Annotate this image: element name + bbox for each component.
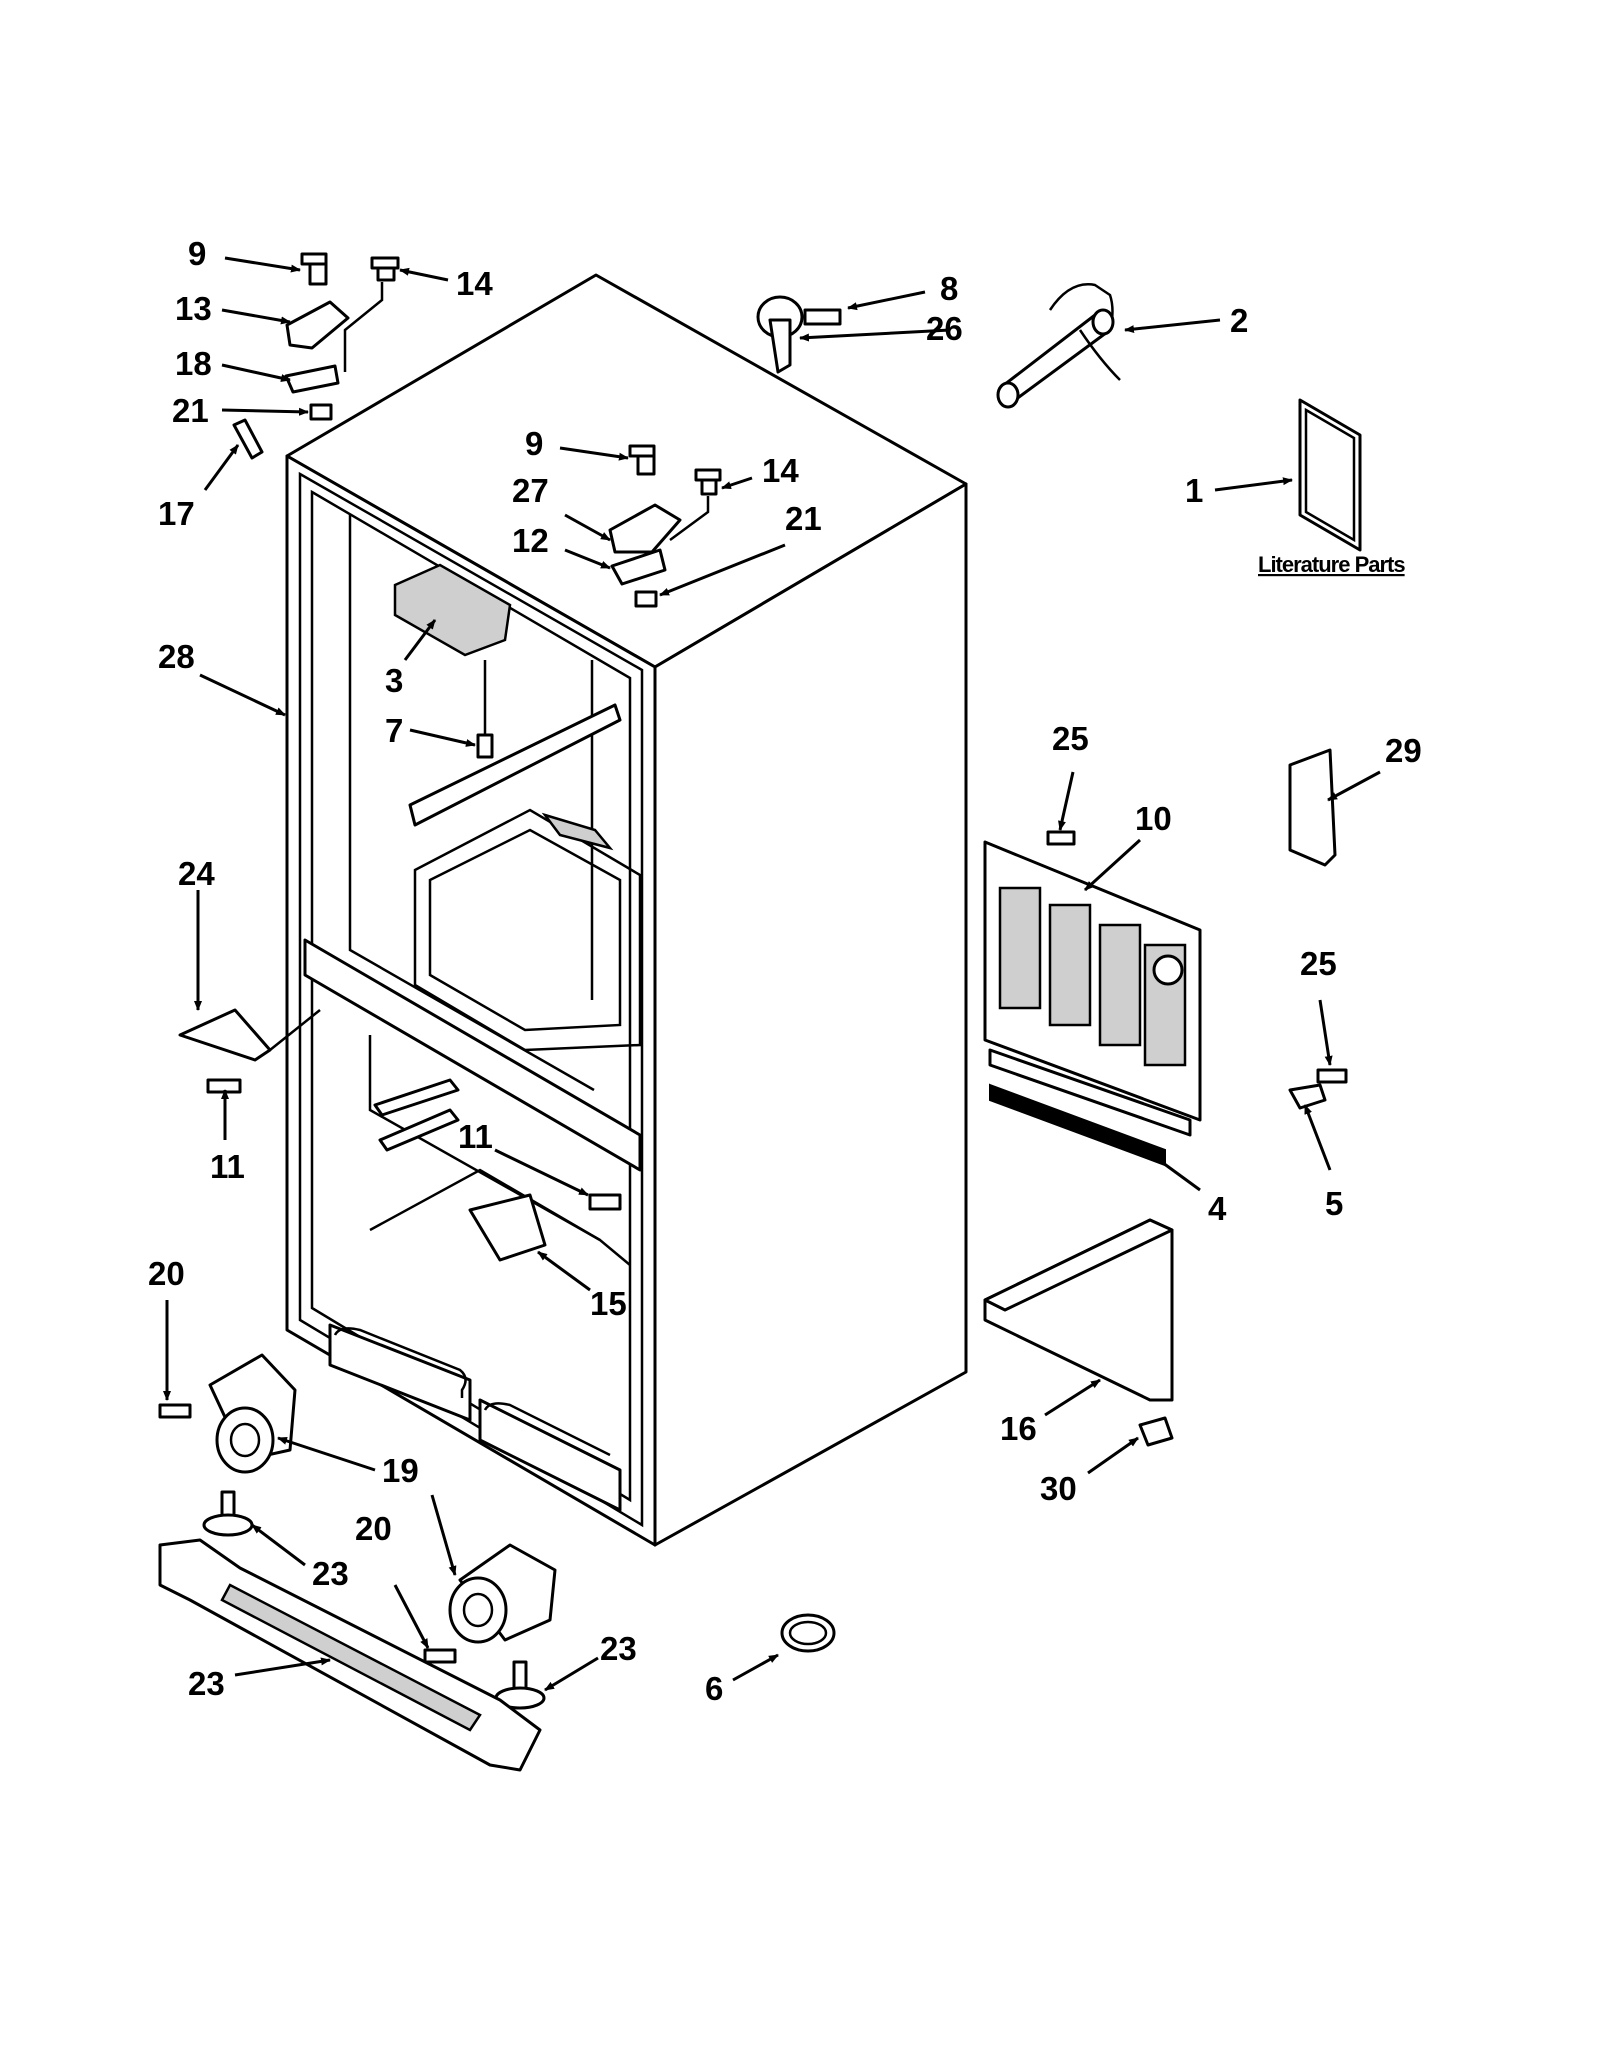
rear-access-cover-part-10 xyxy=(983,830,1202,1167)
power-cord-part-2 xyxy=(996,283,1121,409)
literature-booklet-part-1 xyxy=(1298,398,1362,552)
callout-21: 21 xyxy=(172,392,209,429)
top-left-hinge-assembly xyxy=(232,252,400,460)
callout-25: 25 xyxy=(1052,720,1089,757)
toe-grille-part-16 xyxy=(983,1218,1174,1402)
literature-parts-caption: Literature Parts xyxy=(1258,552,1405,577)
bracket-part-26 xyxy=(756,295,842,374)
callout-15: 15 xyxy=(590,1285,627,1322)
callout-11: 11 xyxy=(210,1148,245,1185)
leveling-legs-and-base-grille-part-23 xyxy=(158,1490,546,1772)
roller-assemblies-part-19 xyxy=(158,1353,557,1664)
callout-11: 11 xyxy=(458,1118,493,1155)
callout-8: 8 xyxy=(940,270,958,307)
callout-16: 16 xyxy=(1000,1410,1037,1447)
callout-30: 30 xyxy=(1040,1470,1077,1507)
callout-23: 23 xyxy=(600,1630,637,1667)
leader-lines xyxy=(163,256,1381,1692)
callout-18: 18 xyxy=(175,345,212,382)
callout-23: 23 xyxy=(188,1665,225,1702)
callout-26: 26 xyxy=(926,310,963,347)
callout-2: 2 xyxy=(1230,302,1248,339)
callout-1: 1 xyxy=(1185,472,1203,509)
callout-17: 17 xyxy=(158,495,195,532)
callout-13: 13 xyxy=(175,290,212,327)
callout-21: 21 xyxy=(785,500,822,537)
misc-small-parts xyxy=(780,748,1348,1653)
callout-14: 14 xyxy=(456,265,493,302)
callout-27: 27 xyxy=(512,472,549,509)
callout-25: 25 xyxy=(1300,945,1337,982)
callout-19: 19 xyxy=(382,1452,419,1489)
callout-9: 9 xyxy=(525,425,543,462)
callout-24: 24 xyxy=(178,855,215,892)
callout-12: 12 xyxy=(512,522,549,559)
callout-6: 6 xyxy=(705,1670,723,1707)
callout-9: 9 xyxy=(188,235,206,272)
top-right-hinge-assembly xyxy=(608,444,722,608)
callout-10: 10 xyxy=(1135,800,1172,837)
callout-20: 20 xyxy=(355,1510,392,1547)
callout-20: 20 xyxy=(148,1255,185,1292)
callout-3: 3 xyxy=(385,662,403,699)
callout-7: 7 xyxy=(385,712,403,749)
callout-4: 4 xyxy=(1208,1190,1227,1227)
callout-labels: 9 14 13 18 21 17 8 26 2 1 Literature Par… xyxy=(148,235,1422,1707)
light-housing-part-3 xyxy=(393,563,512,759)
callout-28: 28 xyxy=(158,638,195,675)
callout-29: 29 xyxy=(1385,732,1422,769)
refrigerator-cabinet xyxy=(285,273,968,1547)
bracket-part-15 xyxy=(468,1193,622,1262)
callout-23: 23 xyxy=(312,1555,349,1592)
callout-14: 14 xyxy=(762,452,799,489)
callout-5: 5 xyxy=(1325,1185,1343,1222)
